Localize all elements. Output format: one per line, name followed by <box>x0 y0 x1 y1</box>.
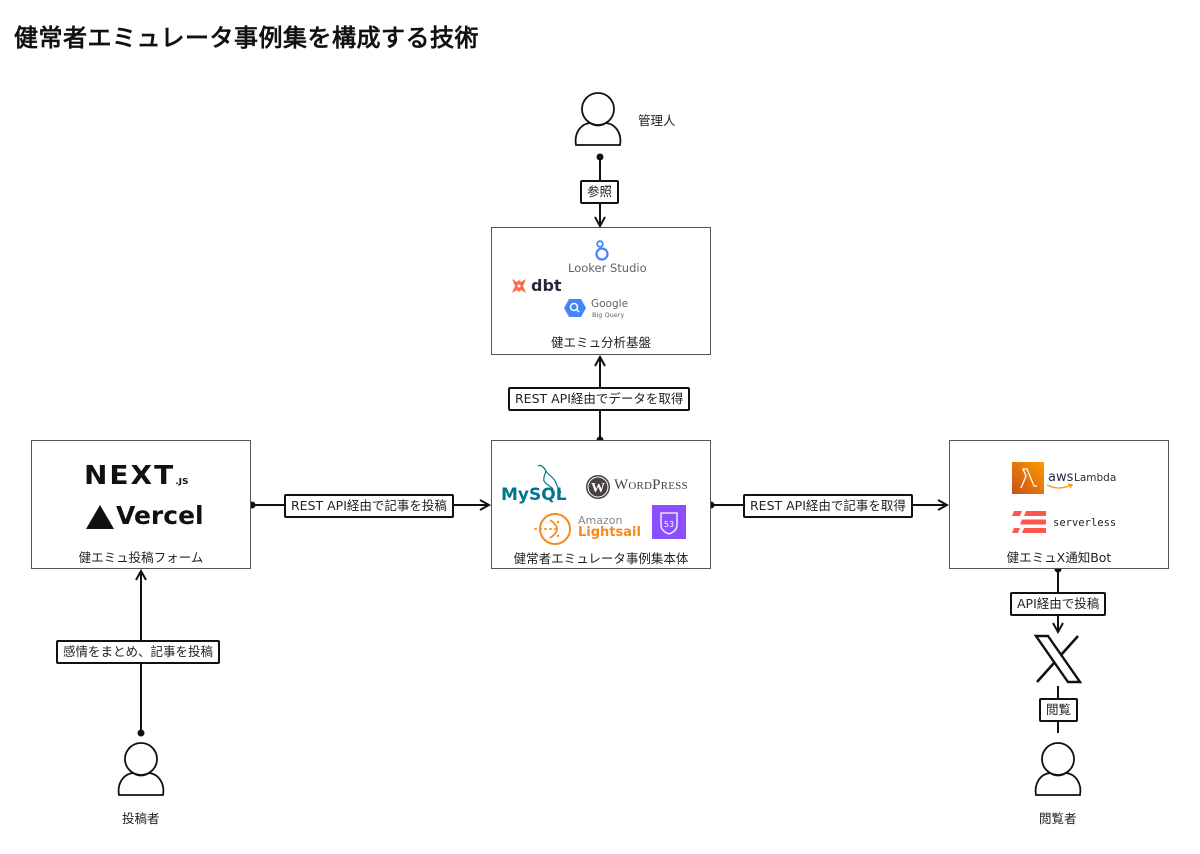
edge-label-main-to-analytics: REST API経由でデータを取得 <box>508 387 691 411</box>
looker-studio-text: Looker Studio <box>568 261 647 275</box>
aws-lambda-icon <box>1012 462 1044 494</box>
bigquery-icon <box>564 299 586 317</box>
poster-person-icon <box>117 742 165 796</box>
node-bot[interactable]: aws Lambda serverless 健エミュX通知Bot <box>949 440 1169 569</box>
svg-text:53: 53 <box>664 520 674 529</box>
main-label: 健常者エミュレータ事例集本体 <box>513 551 689 566</box>
x-logo-icon[interactable] <box>1034 634 1082 684</box>
admin-label: 管理人 <box>638 113 676 128</box>
mysql-dolphin-icon <box>537 464 562 494</box>
edge-label-main-to-bot: REST API経由で記事を取得 <box>743 494 913 518</box>
mysql-label: MySQL <box>501 485 567 505</box>
poster-label: 投稿者 <box>122 811 160 826</box>
edge-label-poster-to-form: 感情をまとめ、記事を投稿 <box>56 640 221 664</box>
mysql-text: MySQL <box>501 485 567 505</box>
svg-text:W: W <box>591 481 605 496</box>
viewer-person-icon <box>1034 742 1082 796</box>
vercel-triangle-icon <box>86 505 114 529</box>
vercel-text: Vercel <box>116 501 204 530</box>
edge-label-bot-to-x: API経由で投稿 <box>1010 592 1107 616</box>
serverless-text: serverless <box>1053 517 1117 529</box>
dbt-icon <box>512 279 526 293</box>
lightsail-text: Lightsail <box>578 525 641 540</box>
node-form[interactable]: NEXT.JS Vercel 健エミュ投稿フォーム <box>31 440 251 569</box>
wordpress-icon: W <box>586 475 610 499</box>
page-title: 健常者エミュレータ事例集を構成する技術 <box>14 24 480 52</box>
viewer-label: 閲覧者 <box>1039 811 1077 826</box>
bigquery-google-text: Google <box>591 298 629 310</box>
wordpress-text: WordPress <box>614 477 688 493</box>
aws-smile-icon <box>1046 483 1074 489</box>
admin-person-icon <box>574 92 622 146</box>
aws-text: aws <box>1048 470 1074 485</box>
lightsail-icon <box>534 513 571 545</box>
bot-label: 健エミュX通知Bot <box>1006 550 1112 565</box>
lightsail-amazon-text: Amazon <box>578 514 623 527</box>
lambda-text: Lambda <box>1074 472 1117 484</box>
form-label: 健エミュ投稿フォーム <box>78 550 204 565</box>
serverless-icon <box>1012 511 1046 533</box>
dbt-text: dbt <box>531 276 562 295</box>
route53-icon: 53 <box>652 505 686 539</box>
looker-studio-icon <box>595 240 609 261</box>
edge-label-x-to-viewer: 閲覧 <box>1039 698 1079 722</box>
node-analytics[interactable]: Looker Studio dbt Google Big Query 健エミュ分… <box>491 227 711 355</box>
edge-label-form-to-main: REST API経由で記事を投稿 <box>284 494 454 518</box>
edge-label-admin-to-analytics: 参照 <box>580 180 620 204</box>
analytics-label: 健エミュ分析基盤 <box>550 335 651 350</box>
nextjs-text: NEXT <box>84 460 176 491</box>
nextjs-logo: NEXT.JS <box>84 460 189 490</box>
nextjs-suffix: .JS <box>175 477 189 487</box>
node-main[interactable]: MySQL W WordPress Amazon Lightsail 53 健常… <box>491 440 711 569</box>
bigquery-sub-text: Big Query <box>592 311 625 319</box>
